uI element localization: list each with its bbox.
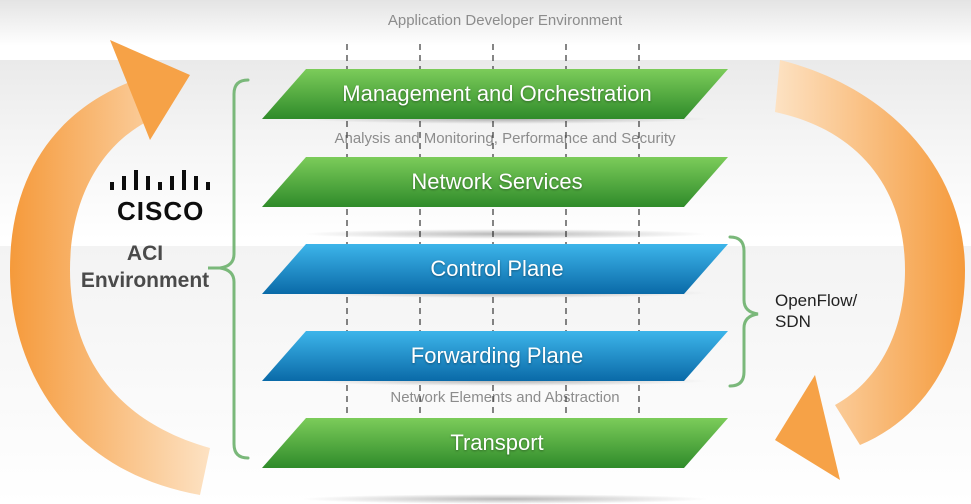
layer-shadow [300,229,710,239]
layer-network-services: Network Services [262,157,732,207]
top-band [0,0,971,46]
cisco-wordmark: CISCO [117,196,205,226]
layer-shadow [300,114,710,124]
layer-forwarding-plane: Forwarding Plane [262,331,732,381]
right-arrow-head [775,375,840,480]
top-caption: Application Developer Environment [387,12,623,29]
aci-label-line1: ACI [126,242,164,265]
left-arrow-body [10,82,210,495]
aci-environment-label: ACI Environment [60,240,230,294]
layer-label: Management and Orchestration [342,81,652,106]
openflow-sdn-label: OpenFlow/ SDN [775,290,857,332]
layer-shadow [300,494,710,504]
layer-label: Network Services [411,169,583,194]
layer-label: Transport [450,430,544,455]
layer-shadow [300,376,710,386]
openflow-label-line1: OpenFlow/ [775,291,858,310]
left-arrow-head [110,40,190,140]
layer-transport: Transport [262,418,732,468]
cisco-bars-logo [110,170,210,190]
openflow-label-line2: SDN [775,312,811,331]
low-caption: Network Elements and Abstraction [390,389,620,406]
layer-management-orchestration: Management and Orchestration [262,69,732,119]
layer-label: Control Plane [430,256,564,281]
right-arrow-body [775,60,965,445]
aci-label-line2: Environment [80,269,210,292]
layer-control-plane: Control Plane [262,244,732,294]
layer-label: Forwarding Plane [410,343,584,368]
